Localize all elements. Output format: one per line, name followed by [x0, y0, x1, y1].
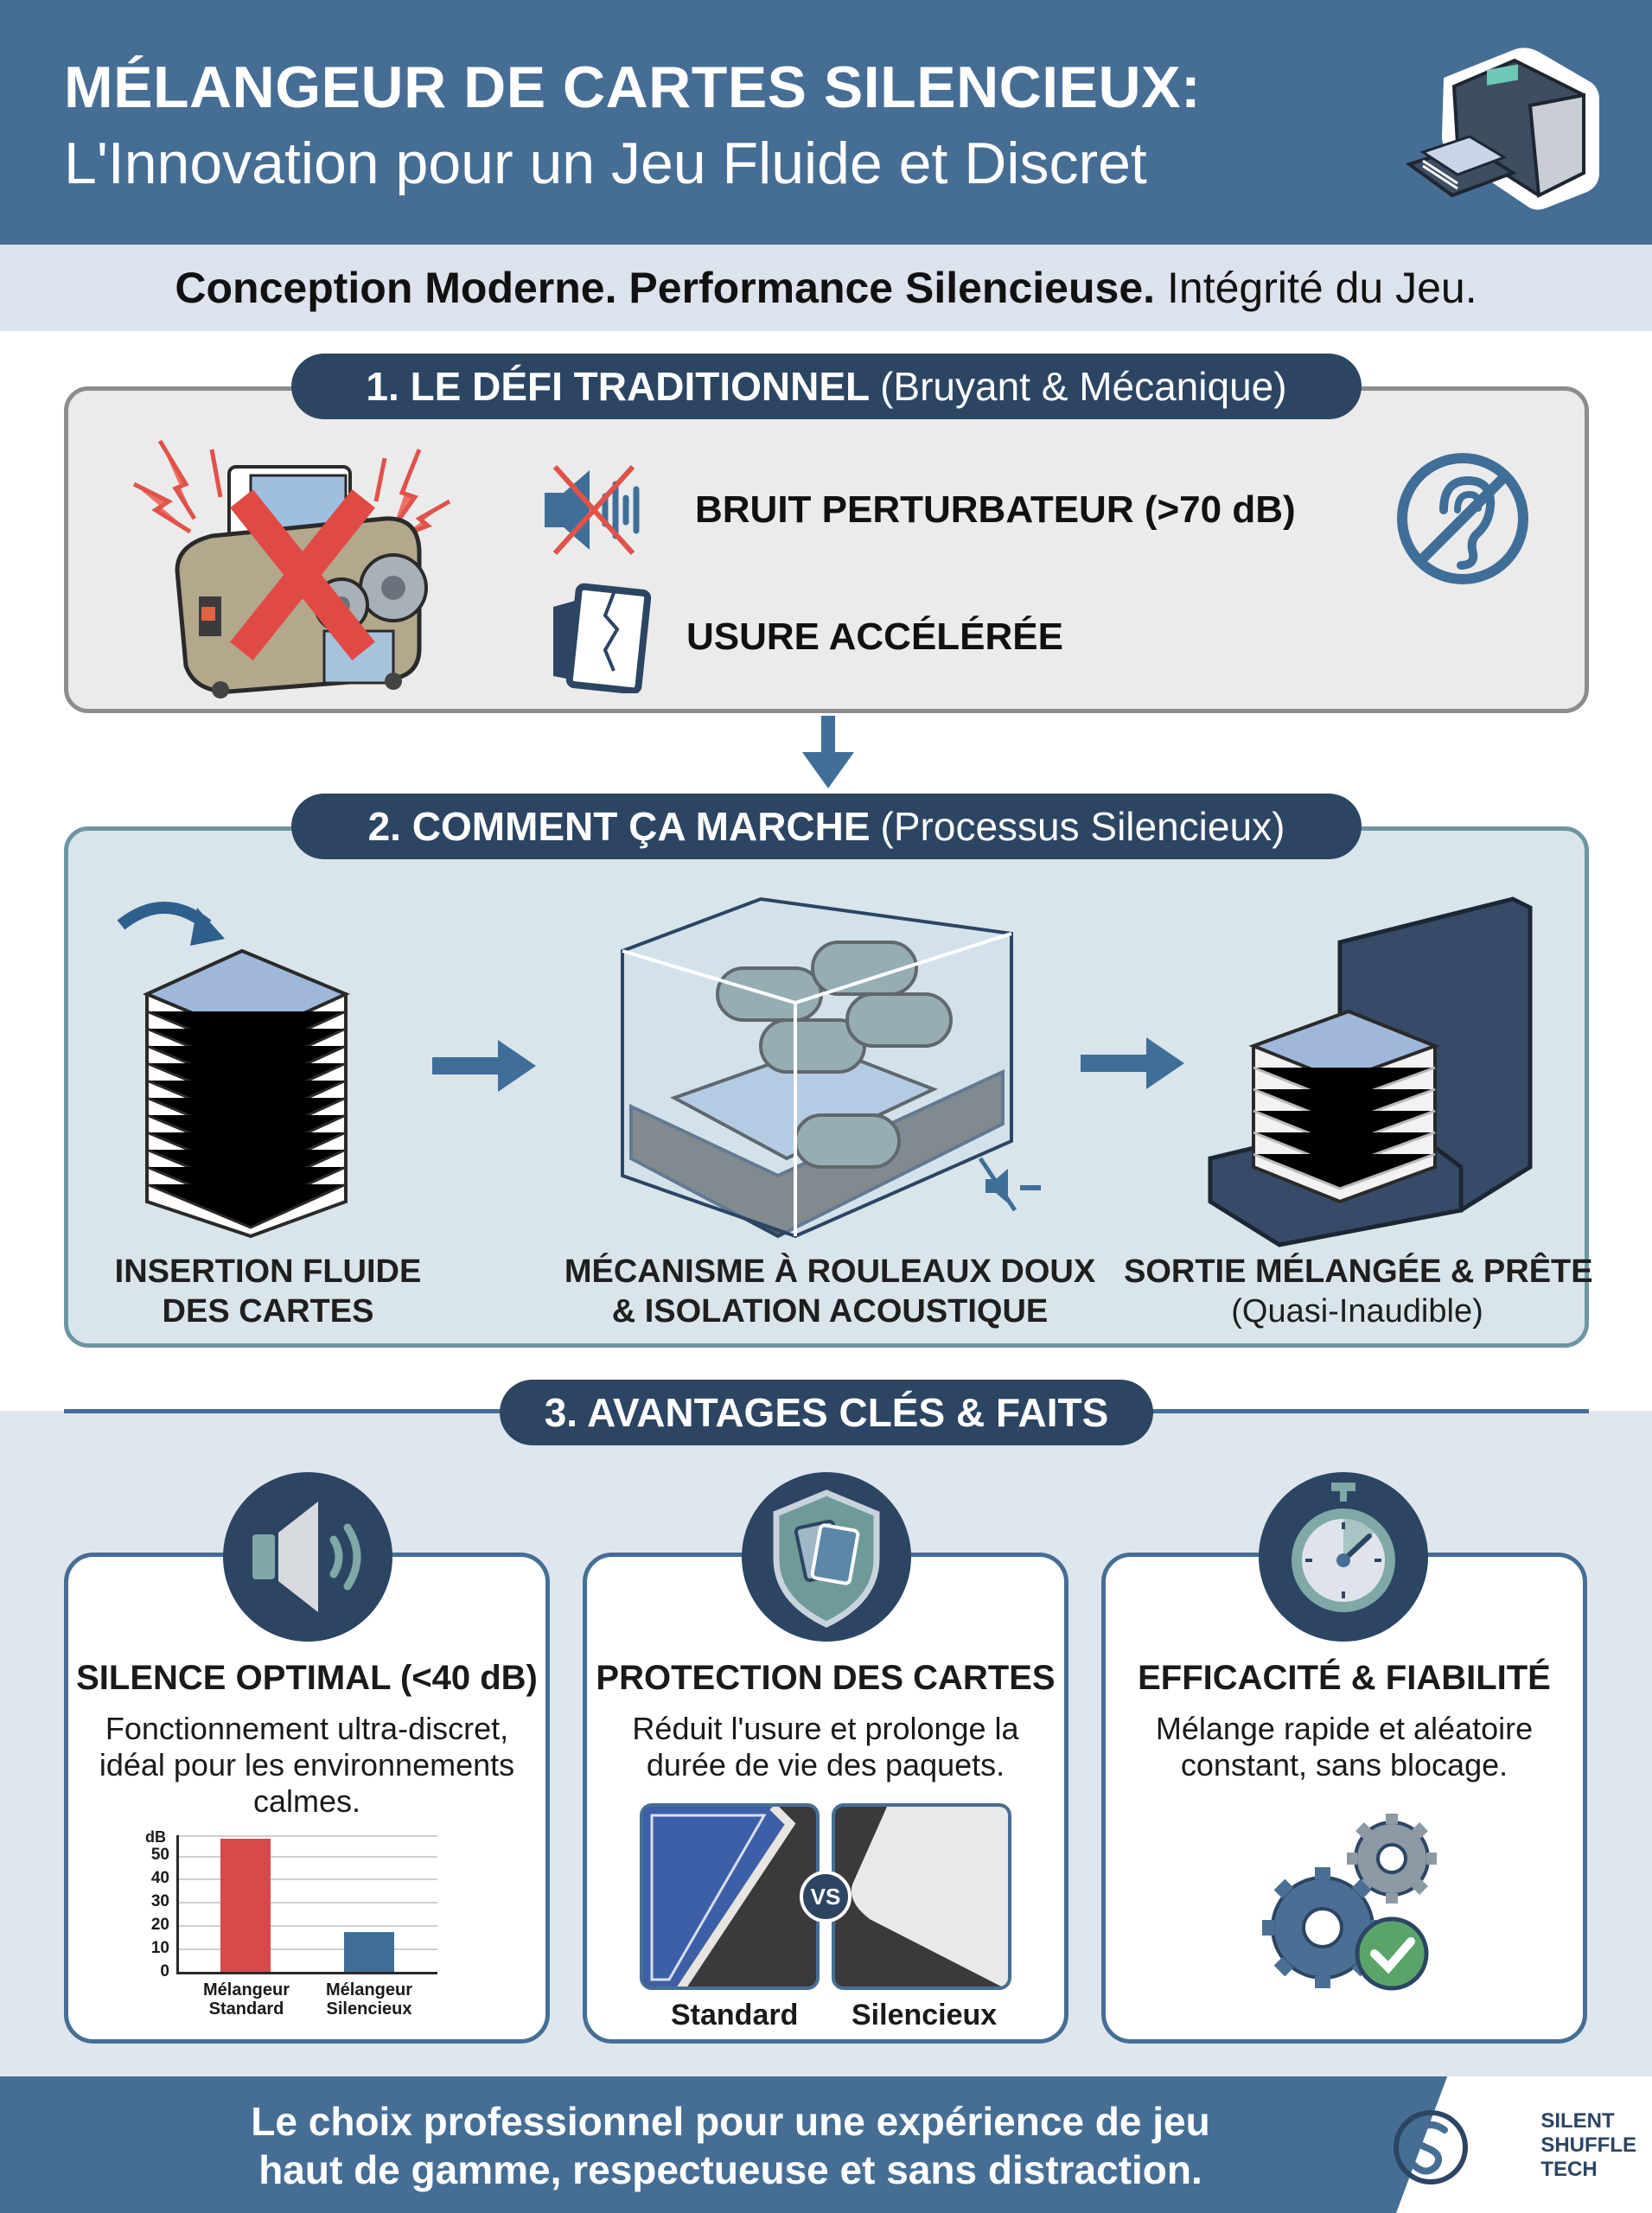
x-category-standard: Mélangeur Standard [190, 1980, 303, 2018]
section-1-header: 1. LE DÉFI TRADITIONNEL (Bruyant & Mécan… [291, 354, 1362, 419]
speaker-badge [223, 1472, 392, 1642]
chart-y-label: dB [145, 1828, 166, 1846]
y-tick: 30 [150, 1892, 169, 1910]
step-2-line-1: MÉCANISME À ROULEAUX DOUX [564, 1253, 1096, 1290]
section-3-title: 3. AVANTAGES CLÉS & FAITS [544, 1390, 1109, 1435]
vs-badge: VS [800, 1871, 852, 1923]
step-1-line-1: INSERTION FLUIDE [114, 1253, 422, 1290]
card-description: Fonctionnement ultra-discret, idéal pour… [99, 1711, 515, 1819]
shield-badge [742, 1472, 911, 1642]
x-cat-line: Mélangeur [202, 1980, 290, 1999]
x-cat-line: Standard [208, 1999, 284, 2018]
step-3-subtitle: (Quasi-Inaudible) [1231, 1293, 1483, 1330]
card-description: Réduit l'usure et prolonge la durée de v… [632, 1711, 1019, 1783]
page-title: MÉLANGEUR DE CARTES SILENCIEUX: [64, 54, 1202, 120]
tagline-part-1: Conception Moderne. [175, 264, 617, 312]
card-wear-comparison: VS [640, 1803, 1011, 1993]
footer-line-2: haut de gamme, respectueuse et sans dist… [258, 2147, 1202, 2192]
brand-name: SILENT SHUFFLE TECH [1540, 2109, 1636, 2182]
footer-banner: Le choix professionnel pour une expérien… [0, 2076, 1652, 2213]
right-arrow-icon [1081, 1037, 1184, 1089]
x-category-silent: Mélangeur Silencieux [313, 1980, 425, 2018]
silent-shuffle-s-logo-icon [1394, 2110, 1468, 2184]
y-tick: 0 [160, 1962, 169, 1980]
shield-cards-icon [773, 1489, 880, 1628]
soft-rollers-enclosure-icon [621, 896, 1041, 1239]
no-hearing-icon [1397, 453, 1528, 584]
stopwatch-badge [1259, 1472, 1428, 1642]
step-1-line-2: DES CARTES [162, 1293, 374, 1330]
card-title: EFFICACITÉ & FIABILITÉ [1138, 1659, 1551, 1697]
card-stack-insert-icon [117, 902, 351, 1239]
gears-check-icon [1262, 1814, 1437, 1991]
x-cat-line: Mélangeur [325, 1980, 413, 1999]
tagline-part-3: Intégrité du Jeu. [1167, 264, 1477, 312]
page-subtitle: L'Innovation pour un Jeu Fluide et Discr… [64, 131, 1147, 196]
card-shuffler-machine-icon [1405, 48, 1599, 210]
bar-standard [220, 1839, 271, 1972]
card-title: SILENCE OPTIMAL (<40 dB) [76, 1659, 538, 1697]
footer-line-1: Le choix professionnel pour une expérien… [251, 2099, 1210, 2144]
y-tick: 40 [150, 1869, 169, 1887]
y-tick: 20 [150, 1916, 169, 1934]
down-arrow-icon [802, 716, 854, 788]
section-2-header: 2. COMMENT ÇA MARCHE (Processus Silencie… [291, 794, 1362, 859]
step-3-line-1: SORTIE MÉLANGÉE & PRÊTE [1124, 1253, 1593, 1290]
tagline-part-2: Performance Silencieuse. [628, 264, 1156, 312]
tagline-band: Conception Moderne. Performance Silencie… [0, 245, 1652, 331]
section-3-header: 3. AVANTAGES CLÉS & FAITS [500, 1380, 1153, 1445]
feature-noise-label: BRUIT PERTURBATEUR (>70 dB) [695, 488, 1296, 531]
step-2-line-2: & ISOLATION ACOUSTIQUE [611, 1293, 1049, 1330]
feature-wear-label: USURE ACCÉLÉRÉE [686, 615, 1063, 658]
intact-card-photo [832, 1803, 1011, 1990]
stopwatch-icon [1292, 1483, 1395, 1612]
step-2-label: MÉCANISME À ROULEAUX DOUX & ISOLATION AC… [553, 1252, 1107, 1331]
brand-line-3: TECH [1540, 2158, 1598, 2181]
x-cat-line: Silencieux [326, 1999, 412, 2018]
step-1-label: INSERTION FLUIDE DES CARTES [95, 1252, 441, 1331]
brand-line-1: SILENT [1540, 2109, 1615, 2133]
section-1-subtitle: (Bruyant & Mécanique) [880, 364, 1287, 409]
compare-label-standard: Standard [671, 1999, 799, 2031]
worn-card-photo [640, 1803, 820, 1990]
noise-crossed-icon [545, 464, 640, 556]
section-2-subtitle: (Processus Silencieux) [880, 804, 1285, 849]
y-tick: 50 [150, 1846, 169, 1864]
step-3-label: SORTIE MÉLANGÉE & PRÊTE (Quasi-Inaudible… [1124, 1252, 1593, 1331]
shuffled-output-tray-icon [1208, 896, 1533, 1247]
footer-message: Le choix professionnel pour une expérien… [164, 2097, 1297, 2194]
compare-label-silent: Silencieux [852, 1999, 998, 2031]
feature-noise: BRUIT PERTURBATEUR (>70 dB) [536, 458, 1296, 562]
right-arrow-icon [432, 1040, 536, 1092]
section-1-title: 1. LE DÉFI TRADITIONNEL [366, 364, 871, 409]
decibel-bar-chart: dB 50 40 30 20 10 0 Mélangeur Standard M… [138, 1828, 450, 2036]
y-tick: 10 [150, 1939, 169, 1957]
header-banner: MÉLANGEUR DE CARTES SILENCIEUX: L'Innova… [0, 0, 1652, 245]
card-title: PROTECTION DES CARTES [596, 1659, 1056, 1697]
noisy-mechanical-shuffler-crossed-icon [132, 439, 451, 698]
section-2-title: 2. COMMENT ÇA MARCHE [367, 804, 871, 849]
card-description: Mélange rapide et aléatoire constant, sa… [1155, 1711, 1534, 1783]
speaker-icon [252, 1502, 361, 1612]
brand-line-2: SHUFFLE [1540, 2133, 1636, 2157]
brand-logo-plate [1396, 2076, 1652, 2213]
bar-silent [344, 1932, 394, 1972]
feature-wear: USURE ACCÉLÉRÉE [545, 581, 1063, 693]
cracked-card-icon [553, 583, 652, 693]
